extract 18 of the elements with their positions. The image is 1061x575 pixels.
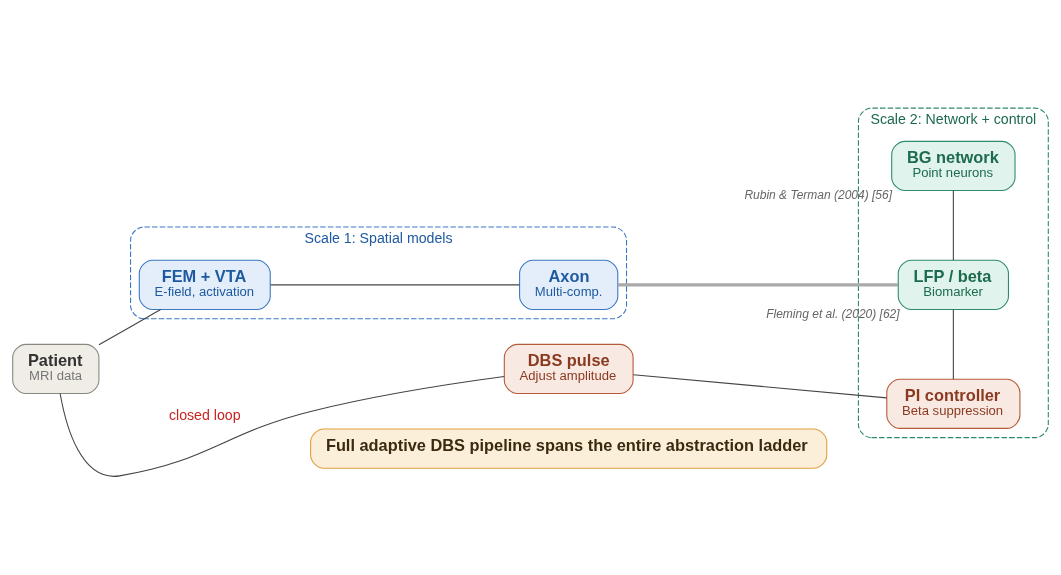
connector xyxy=(952,189,954,261)
node-box: FEM + VTA E-field, activation xyxy=(138,259,271,310)
node-box: Axon Multi-comp. xyxy=(519,259,619,310)
node-label: Fleming et al. (2020) [62] xyxy=(766,306,900,321)
node-box: BG network Point neurons xyxy=(891,140,1016,191)
connector xyxy=(617,282,898,286)
node-box: LFP / beta Biomarker xyxy=(897,259,1009,310)
connector xyxy=(952,308,954,380)
node-box: Full adaptive DBS pipeline spans the entire abstraction ladder xyxy=(310,427,828,469)
node-box: PI controller Beta suppression xyxy=(886,378,1021,429)
connector xyxy=(270,283,520,285)
node-label: Rubin & Terman (2004) [56] xyxy=(744,187,893,202)
connector xyxy=(59,375,505,477)
node-box: DBS pulse Adjust amplitude xyxy=(503,343,634,394)
connector xyxy=(632,373,888,398)
edge-label: closed loop xyxy=(168,406,241,423)
connector xyxy=(98,308,162,345)
node-box: Patient MRI data xyxy=(12,343,100,394)
